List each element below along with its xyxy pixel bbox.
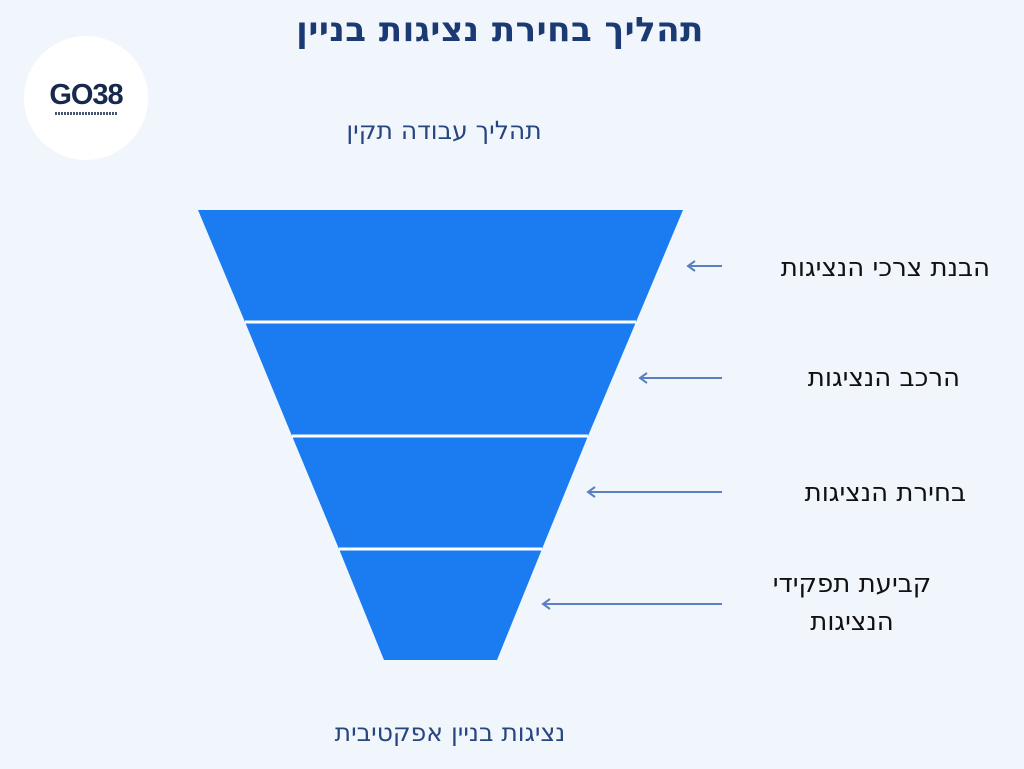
funnel-segment-3 [292,436,588,549]
step-label-roles: קביעת תפקידי הנציגות [772,569,932,637]
logo-underline [55,112,117,115]
arrow-2 [638,372,722,384]
logo-text: GO38 [49,79,123,111]
bottom-caption: נציגות בניין אפקטיבית [334,718,566,747]
step-label-composition: הרכב הנציגות [807,363,960,393]
arrow-3 [586,486,722,498]
step-label-understand-needs: הבנת צרכי הנציגות [780,253,990,283]
arrow-4 [541,598,722,610]
step-label-election: בחירת הנציגות [804,478,966,508]
top-caption: תהליך עבודה תקין [346,116,542,145]
logo: GO38 [24,36,148,160]
funnel-segment-4 [339,549,542,660]
funnel-segment-2 [245,322,636,436]
page-title: תהליך בחירת נציגות בניין [296,10,704,50]
funnel-segment-1 [198,210,683,322]
arrow-1 [686,260,722,272]
